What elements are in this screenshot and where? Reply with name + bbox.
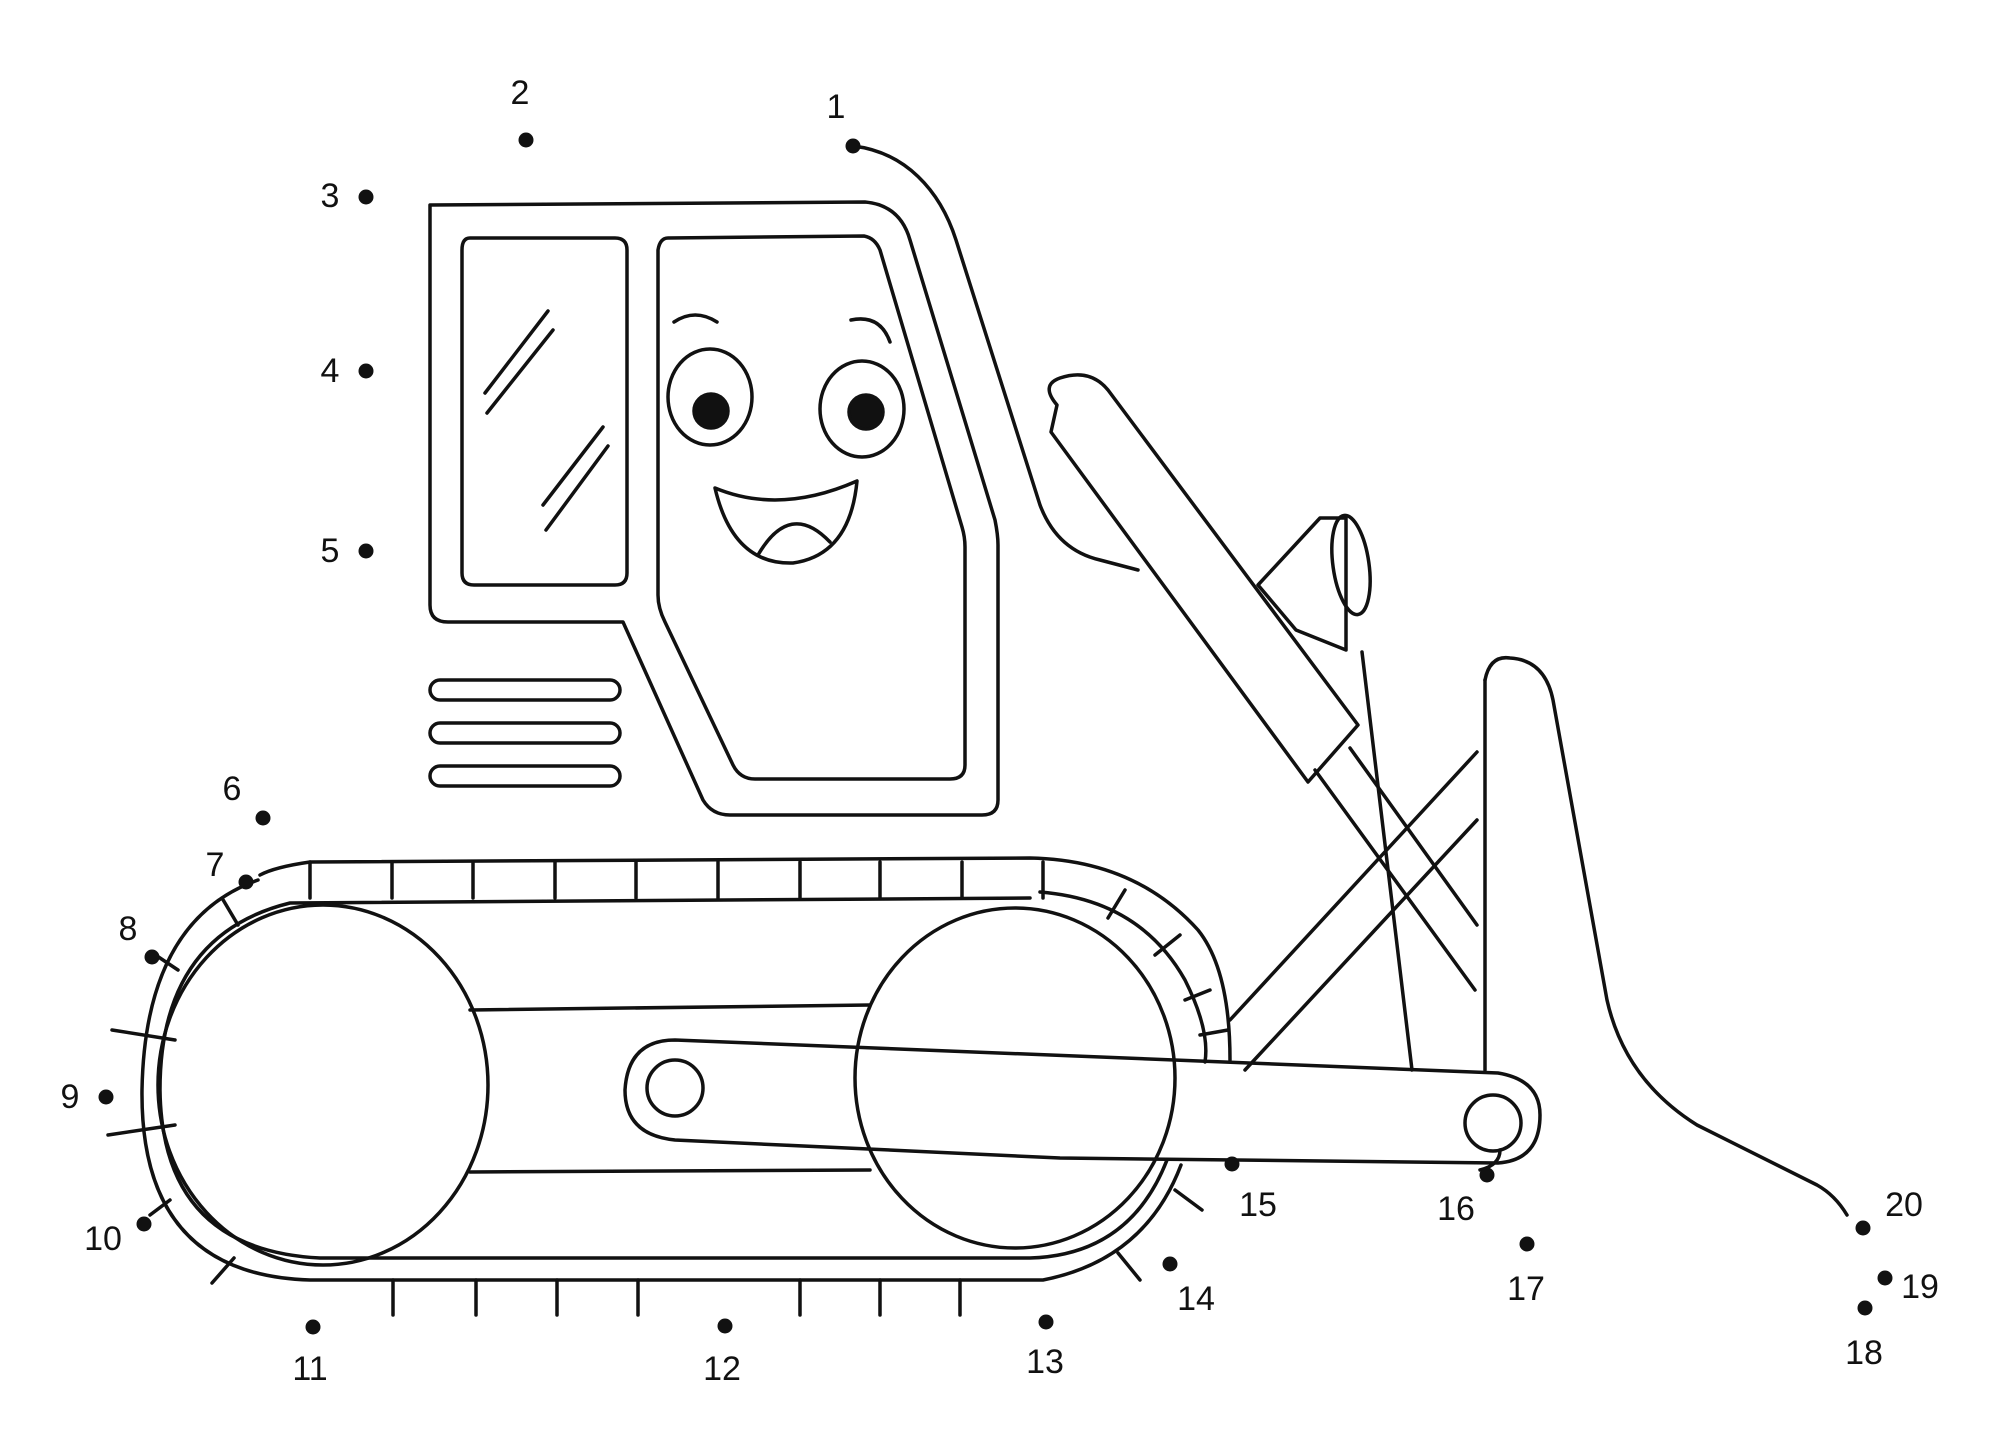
dot-point-11 [305,1319,321,1335]
dot-point-5 [358,543,374,559]
window-glare-line [485,328,555,415]
dot-point-15 [1224,1156,1240,1172]
dot-point-17 [1519,1236,1535,1252]
cab-face-window [656,234,967,781]
left-eye [666,347,754,447]
dot-number-label: 13 [1026,1343,1064,1381]
exhaust-cap [1330,513,1372,617]
dot-point-14 [1162,1256,1178,1272]
dot-point-20 [1855,1220,1871,1236]
cab-left-window [460,236,629,587]
left-pupil [692,392,730,430]
track-teeth [106,896,1204,1317]
arm-pivot-rear [645,1058,705,1118]
dot-number-label: 4 [321,352,340,390]
rear-wheel [156,903,490,1267]
window-glare-line [483,309,550,395]
hydraulic-rod [1313,746,1479,992]
dot-number-label: 5 [321,532,340,570]
dot-number-label: 12 [703,1350,741,1388]
dot-number-label: 20 [1885,1186,1923,1224]
right-eye [818,359,906,459]
track-outer [140,856,1232,1282]
dot-number-label: 9 [61,1078,80,1116]
left-eyebrow [672,313,719,324]
dot-number-label: 11 [292,1350,327,1388]
dot-number-label: 15 [1239,1186,1277,1224]
dot-point-16 [1479,1167,1495,1183]
dot-number-label: 7 [206,846,225,884]
dot-point-1 [845,138,861,154]
dot-number-label: 2 [511,74,530,112]
dot-number-label: 1 [827,88,846,126]
dot-point-3 [358,189,374,205]
dot-point-13 [1038,1314,1054,1330]
dot-point-19 [1877,1270,1893,1286]
tongue [756,522,832,557]
dot-number-label: 8 [119,910,138,948]
vent-slot [428,721,622,745]
dot-point-9 [98,1089,114,1105]
dot-number-label: 3 [321,177,340,215]
dot-point-10 [136,1216,152,1232]
vent-slot [428,678,622,702]
cab-roof-arc [851,144,1140,572]
dot-point-12 [717,1318,733,1334]
dot-point-4 [358,363,374,379]
arm-pivot-front [1463,1093,1523,1153]
dot-number-label: 10 [84,1220,122,1258]
mouth [713,479,859,565]
track-links [308,860,1230,1037]
dot-number-label: 19 [1901,1268,1939,1306]
dot-point-2 [518,132,534,148]
arm-hook [1478,1148,1502,1172]
track-belt-line [468,1003,872,1012]
right-pupil [847,393,885,431]
front-wheel [853,906,1177,1250]
dot-number-label: 16 [1437,1190,1475,1228]
dot-number-label: 6 [223,770,242,808]
push-arm [623,1038,1542,1165]
hydraulic-cylinder [1047,373,1360,784]
dot-point-8 [144,949,160,965]
blade-support-strut [1228,750,1479,1022]
vent-slot [428,764,622,788]
right-eyebrow [849,317,892,344]
dot-number-label: 17 [1507,1270,1545,1308]
blade-support-strut [1360,650,1414,1072]
window-glare-line [541,425,605,507]
exhaust-pipe [1256,516,1348,652]
track-inner [158,890,1208,1260]
cab-body-outline [428,200,1000,817]
dot-number-label: 14 [1177,1280,1215,1318]
blade-support-strut [1243,818,1479,1072]
window-glare-line [544,444,610,532]
dot-point-18 [1857,1300,1873,1316]
dozer-blade [1483,655,1849,1217]
dot-point-7 [238,874,254,890]
dot-number-label: 18 [1845,1334,1883,1372]
track-belt-line [468,1168,872,1174]
dot-point-6 [255,810,271,826]
